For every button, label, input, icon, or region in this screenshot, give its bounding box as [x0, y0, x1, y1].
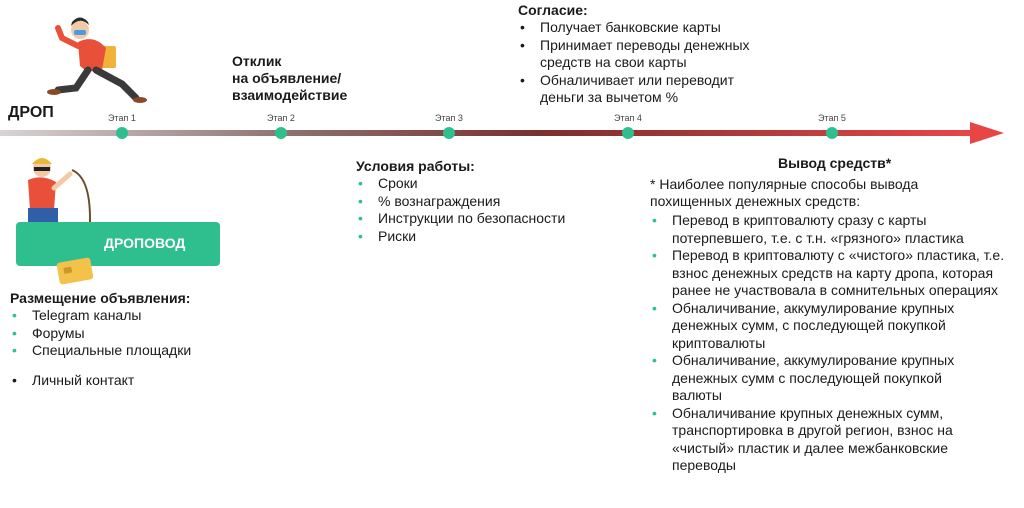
stage-5-label: Этап 5	[818, 113, 846, 123]
dropovod-badge: ДРОПОВОД	[16, 222, 220, 266]
response-heading: Отклик на объявление/ взаимодействие	[232, 53, 348, 103]
conditions-item: Инструкции по безопасности	[356, 210, 616, 228]
consent-block: Согласие: Получает банковские карты Прин…	[518, 2, 798, 107]
conditions-item: % вознаграждения	[356, 193, 616, 211]
withdrawal-title: Вывод средств*	[778, 155, 892, 171]
conditions-item: Сроки	[356, 175, 616, 193]
withdrawal-item: Перевод в криптовалюту с «чистого» пласт…	[650, 247, 1007, 300]
withdrawal-item: Обналичивание крупных денежных сумм, тра…	[650, 405, 1002, 475]
withdrawal-note: * Наиболее популярные способы вывода пох…	[650, 176, 919, 209]
stage-2-label: Этап 2	[267, 113, 295, 123]
consent-item: Получает банковские карты	[518, 19, 798, 37]
stage-1-dot	[116, 127, 128, 139]
consent-item: Принимает переводы денежных средств на с…	[518, 37, 785, 72]
placement-extra-item: Личный контакт	[10, 372, 250, 390]
bank-card-icon	[56, 257, 94, 285]
stage-5-dot	[826, 127, 838, 139]
conditions-title: Условия работы:	[356, 158, 475, 174]
placement-title: Размещение объявления:	[10, 290, 191, 306]
placement-item: Форумы	[10, 325, 250, 343]
withdrawal-block: * Наиболее популярные способы вывода пох…	[650, 176, 1015, 475]
timeline-arrow	[0, 122, 1004, 144]
withdrawal-item: Обналичивание, аккумулирование крупных д…	[650, 300, 992, 353]
withdrawal-item: Перевод в криптовалюту сразу с карты пот…	[650, 212, 1007, 247]
stage-3-dot	[443, 127, 455, 139]
placement-item: Telegram каналы	[10, 307, 250, 325]
dropovod-label: ДРОПОВОД	[104, 235, 186, 251]
stage-4-dot	[622, 127, 634, 139]
stage-2-dot	[275, 127, 287, 139]
placement-block: Размещение объявления: Telegram каналы Ф…	[10, 290, 250, 389]
conditions-block: Условия работы: Сроки % вознаграждения И…	[356, 158, 616, 245]
placement-item: Специальные площадки	[10, 342, 250, 360]
withdrawal-item: Обналичивание, аккумулирование крупных д…	[650, 352, 992, 405]
stage-3-label: Этап 3	[435, 113, 463, 123]
stage-1-label: Этап 1	[108, 113, 136, 123]
consent-title: Согласие:	[518, 2, 588, 18]
consent-item: Обналичивает или переводит деньги за выч…	[518, 72, 770, 107]
conditions-item: Риски	[356, 228, 616, 246]
stage-4-label: Этап 4	[614, 113, 642, 123]
fisherman-dropovod-illustration	[28, 158, 91, 250]
drop-label: ДРОП	[8, 104, 54, 121]
running-drop-illustration	[47, 17, 147, 103]
